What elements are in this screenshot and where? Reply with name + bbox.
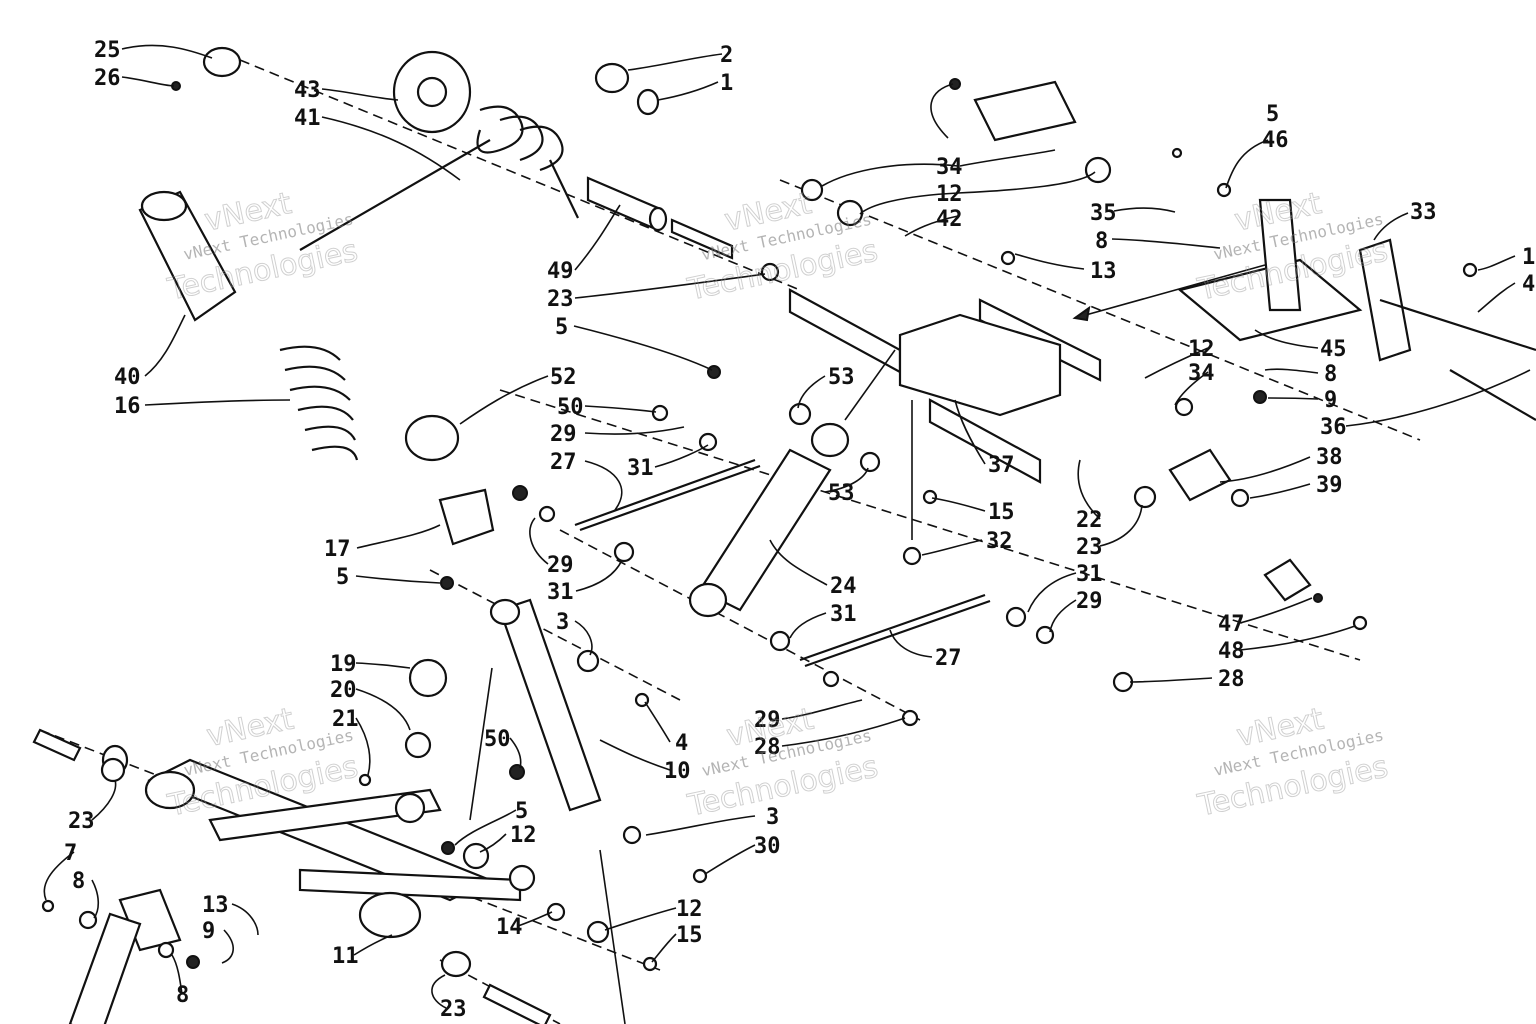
direction-arrows bbox=[469, 264, 1266, 1024]
callout-label: 27 bbox=[550, 450, 577, 475]
callout-label: 21 bbox=[332, 707, 359, 732]
callout-label: 9 bbox=[1324, 388, 1337, 413]
callout-label: 40 bbox=[114, 365, 141, 390]
callout-label: 31 bbox=[1076, 562, 1103, 587]
callout-label: 26 bbox=[94, 66, 121, 91]
callout-label: 41 bbox=[294, 106, 321, 131]
callout-label: 20 bbox=[330, 678, 357, 703]
callout-label: 7 bbox=[64, 841, 77, 866]
callout-label: 4 bbox=[1522, 272, 1535, 297]
callout-label: 31 bbox=[830, 602, 857, 627]
callout-label: 1 bbox=[1522, 245, 1535, 270]
callout-label: 50 bbox=[557, 395, 584, 420]
callout-label: 34 bbox=[936, 155, 963, 180]
callout-label: 27 bbox=[935, 646, 962, 671]
callout-label: 47 bbox=[1218, 612, 1245, 637]
callout-label: 14 bbox=[496, 915, 523, 940]
callout-label: 13 bbox=[1090, 259, 1117, 284]
callout-label: 8 bbox=[72, 869, 85, 894]
callout-label: 1 bbox=[720, 71, 733, 96]
callout-label: 24 bbox=[830, 574, 857, 599]
callout-label: 22 bbox=[1076, 508, 1103, 533]
callout-label: 34 bbox=[1188, 361, 1215, 386]
callout-label: 36 bbox=[1320, 415, 1347, 440]
callout-label: 8 bbox=[176, 983, 189, 1008]
callout-label: 50 bbox=[484, 727, 511, 752]
callout-label: 19 bbox=[330, 652, 357, 677]
callout-label: 49 bbox=[547, 259, 574, 284]
callout-label: 16 bbox=[114, 394, 141, 419]
callout-label: 10 bbox=[664, 759, 691, 784]
leader-lines bbox=[43, 44, 1531, 1009]
callout-label: 48 bbox=[1218, 639, 1245, 664]
callout-label: 2 bbox=[720, 43, 733, 68]
callout-label: 28 bbox=[1218, 667, 1245, 692]
callout-label: 43 bbox=[294, 78, 321, 103]
callout-label: 28 bbox=[754, 735, 781, 760]
callout-label: 45 bbox=[1320, 337, 1347, 362]
callout-label: 23 bbox=[440, 997, 467, 1022]
callout-label: 31 bbox=[627, 456, 654, 481]
callout-label: 15 bbox=[676, 923, 703, 948]
callout-label: 23 bbox=[547, 287, 574, 312]
callout-label: 17 bbox=[324, 537, 351, 562]
callout-label: 12 bbox=[676, 897, 703, 922]
callout-label: 12 bbox=[510, 823, 537, 848]
callout-label: 46 bbox=[1262, 128, 1289, 153]
callout-label: 53 bbox=[828, 365, 855, 390]
callout-label: 5 bbox=[515, 799, 528, 824]
callout-label: 25 bbox=[94, 38, 121, 63]
parts bbox=[32, 46, 1536, 1024]
callout-label: 38 bbox=[1316, 445, 1343, 470]
callout-label: 53 bbox=[828, 481, 855, 506]
callout-label: 8 bbox=[1095, 229, 1108, 254]
callout-label: 37 bbox=[988, 453, 1015, 478]
callout-label: 29 bbox=[550, 422, 577, 447]
callout-label: 31 bbox=[547, 580, 574, 605]
callout-label: 11 bbox=[332, 944, 359, 969]
callout-label: 5 bbox=[555, 315, 568, 340]
callout-label: 5 bbox=[336, 565, 349, 590]
callout-labels: 25 26 2 1 43 41 49 23 5 34 12 42 35 46 3… bbox=[64, 38, 1535, 1022]
callout-label: 9 bbox=[202, 919, 215, 944]
callout-label: 3 bbox=[556, 610, 569, 635]
callout-label: 30 bbox=[754, 834, 781, 859]
callout-label: 3 bbox=[766, 805, 779, 830]
callout-label: 23 bbox=[68, 809, 95, 834]
callout-label: 5 bbox=[1266, 102, 1279, 127]
callout-label: 42 bbox=[936, 207, 963, 232]
callout-label: 33 bbox=[1410, 200, 1437, 225]
callout-label: 35 bbox=[1090, 201, 1117, 226]
callout-label: 52 bbox=[550, 365, 577, 390]
callout-label: 29 bbox=[754, 708, 781, 733]
callout-label: 29 bbox=[547, 553, 574, 578]
callout-label: 23 bbox=[1076, 535, 1103, 560]
callout-label: 29 bbox=[1076, 589, 1103, 614]
callout-label: 8 bbox=[1324, 362, 1337, 387]
callout-label: 12 bbox=[1188, 337, 1215, 362]
callout-label: 32 bbox=[986, 529, 1013, 554]
callout-label: 39 bbox=[1316, 473, 1343, 498]
callout-label: 4 bbox=[675, 731, 688, 756]
callout-label: 15 bbox=[988, 500, 1015, 525]
callout-label: 12 bbox=[936, 182, 963, 207]
callout-label: 13 bbox=[202, 893, 229, 918]
